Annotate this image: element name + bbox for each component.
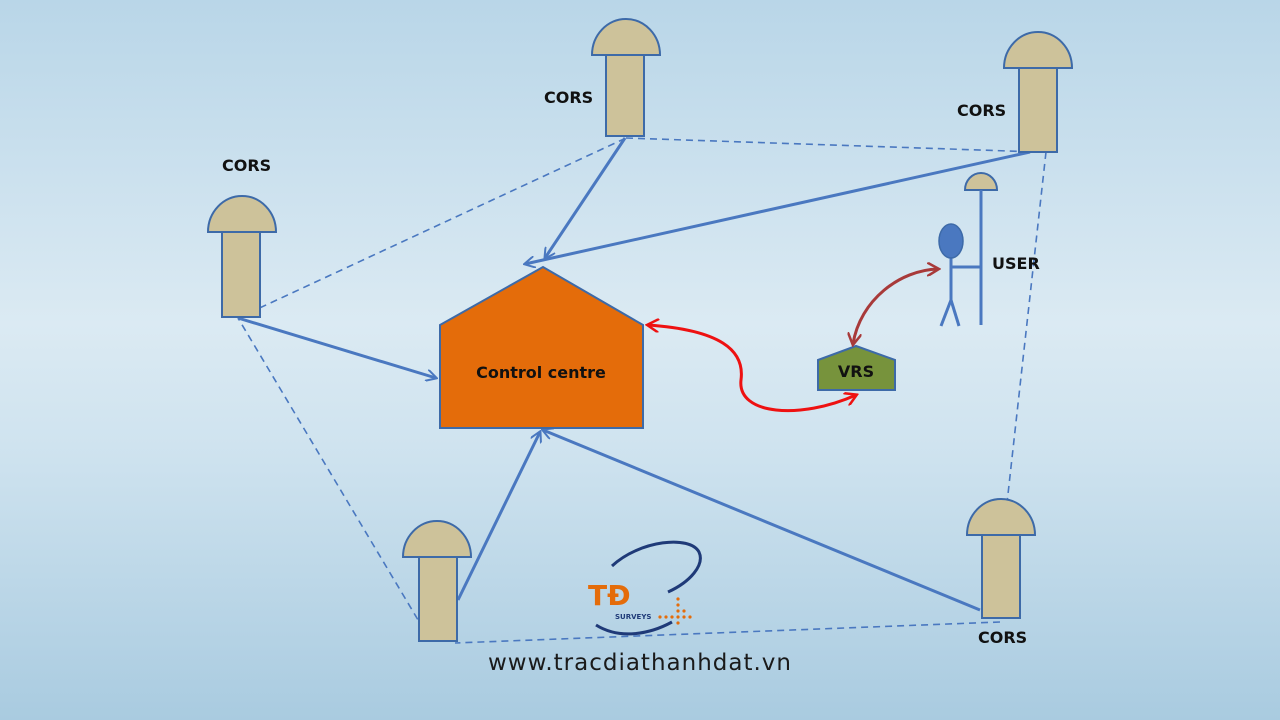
- cors-station-top-center: [590, 18, 662, 137]
- cors-label-top-right: CORS: [957, 101, 1006, 120]
- logo-swoosh-bottom: [595, 620, 673, 636]
- rover-antenna-dome: [963, 172, 999, 191]
- arrow-cors-bottom-to-control: [456, 432, 540, 601]
- vrs-label: VRS: [838, 362, 874, 381]
- user-leg-right: [949, 299, 961, 327]
- logo-subtext: SURVEYS: [615, 613, 651, 621]
- cors-label-left: CORS: [222, 156, 271, 175]
- network-boundary: [237, 137, 1047, 644]
- logo-letters: TĐ: [588, 579, 631, 612]
- vrs-station: VRS: [817, 344, 896, 391]
- user-leg-left: [939, 299, 953, 327]
- control-vrs-link: [648, 325, 856, 413]
- cors-station-bottom-right: [965, 498, 1037, 619]
- control-centre-label: Control centre: [476, 363, 606, 382]
- website-url: www.tracdiathanhdat.vn: [488, 650, 792, 676]
- user-head: [938, 223, 964, 259]
- cors-station-top-right: [1002, 31, 1074, 153]
- arrow-cors-top-to-control: [545, 137, 627, 258]
- dashed-link-bottom-left: [237, 317, 431, 641]
- cors-station-bottom: [401, 520, 473, 642]
- dashed-link-top-topright: [625, 137, 1039, 153]
- dashed-link-bottomright-bottom: [454, 621, 1001, 644]
- logo-swoosh-top: [610, 540, 702, 594]
- dashed-link-topright-bottomright: [1005, 151, 1047, 513]
- cors-to-control-links: [237, 137, 1031, 612]
- vrs-user-link: [853, 269, 938, 344]
- arrow-cors-left-to-control: [237, 316, 436, 378]
- arrow-cors-topright-to-control: [525, 150, 1031, 264]
- cors-label-bottom-right: CORS: [978, 628, 1027, 647]
- user-figure: [938, 172, 999, 327]
- cors-station-left: [206, 195, 278, 318]
- cors-label-top-center: CORS: [544, 88, 593, 107]
- arrow-cors-bottomright-to-control: [543, 430, 981, 612]
- control-centre: Control centre: [439, 265, 644, 429]
- user-label: USER: [992, 254, 1040, 273]
- logo-dots: [658, 597, 692, 625]
- company-logo: TĐ SURVEYS: [588, 540, 702, 636]
